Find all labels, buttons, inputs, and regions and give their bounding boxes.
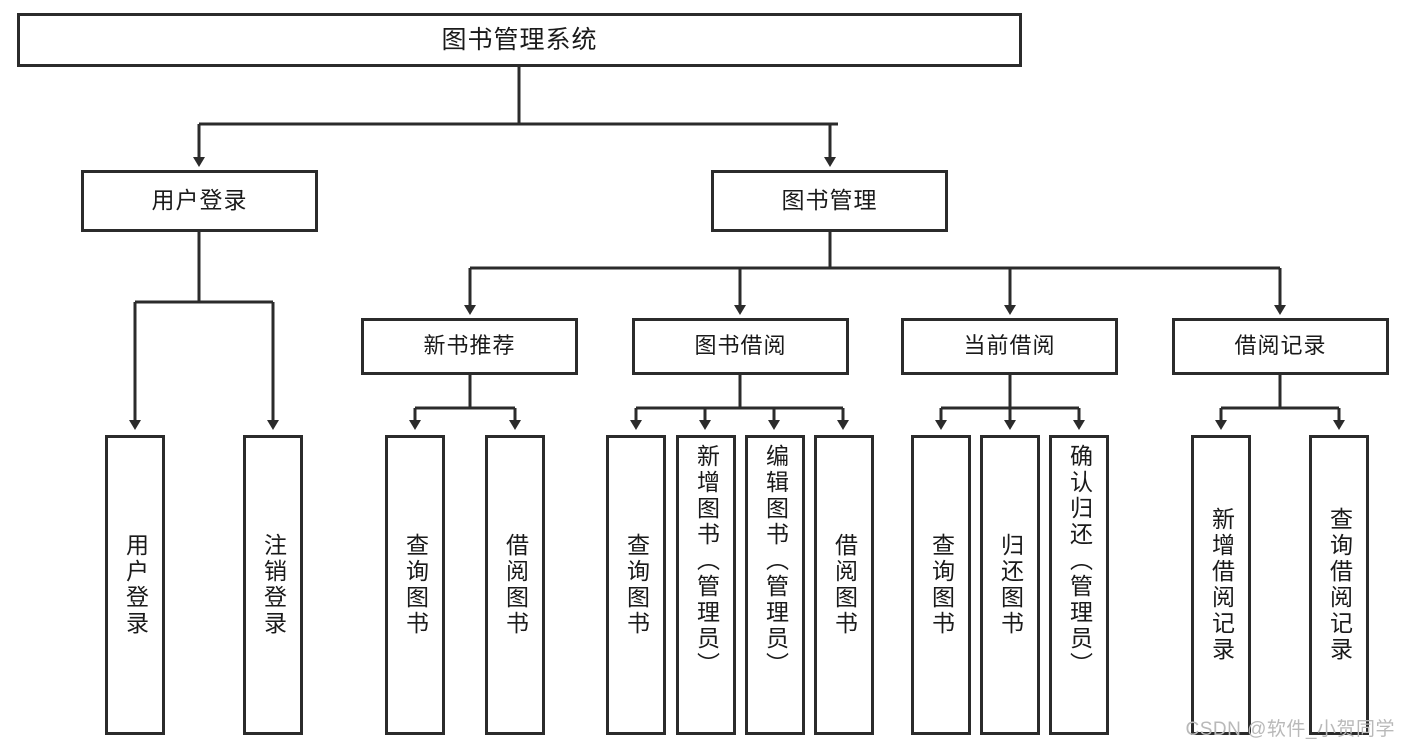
leaf-add-book-admin-label: 新增图书（管理员） bbox=[693, 444, 720, 678]
leaf-query-book-recommend-label: 查询图书 bbox=[402, 533, 429, 637]
leaf-borrow-book-recommend[interactable]: 借阅图书 bbox=[485, 435, 545, 735]
node-user-login[interactable]: 用户登录 bbox=[81, 170, 318, 232]
leaf-user-login-label: 用户登录 bbox=[122, 533, 149, 637]
leaf-return-book[interactable]: 归还图书 bbox=[980, 435, 1040, 735]
leaf-query-book-current-label: 查询图书 bbox=[928, 533, 955, 637]
leaf-borrow-book-label: 借阅图书 bbox=[831, 533, 858, 637]
leaf-edit-book-admin[interactable]: 编辑图书（管理员） bbox=[745, 435, 805, 735]
leaf-query-borrow-record[interactable]: 查询借阅记录 bbox=[1309, 435, 1369, 735]
leaf-query-book-recommend[interactable]: 查询图书 bbox=[385, 435, 445, 735]
leaf-return-book-label: 归还图书 bbox=[997, 533, 1024, 637]
leaf-confirm-return-admin-label: 确认归还（管理员） bbox=[1066, 444, 1093, 678]
node-new-book-recommend[interactable]: 新书推荐 bbox=[361, 318, 578, 375]
leaf-confirm-return-admin[interactable]: 确认归还（管理员） bbox=[1049, 435, 1109, 735]
node-borrow-record-label: 借阅记录 bbox=[1234, 333, 1327, 359]
leaf-borrow-book[interactable]: 借阅图书 bbox=[814, 435, 874, 735]
node-book-borrow[interactable]: 图书借阅 bbox=[632, 318, 849, 375]
leaf-add-book-admin[interactable]: 新增图书（管理员） bbox=[676, 435, 736, 735]
node-current-borrow[interactable]: 当前借阅 bbox=[901, 318, 1118, 375]
leaf-query-borrow-record-label: 查询借阅记录 bbox=[1326, 507, 1353, 663]
watermark-text: CSDN @软件_小贺同学 bbox=[1185, 719, 1395, 740]
node-root-system[interactable]: 图书管理系统 bbox=[17, 13, 1022, 67]
node-book-borrow-label: 图书借阅 bbox=[694, 333, 787, 359]
node-book-management-label: 图书管理 bbox=[781, 187, 878, 214]
node-borrow-record[interactable]: 借阅记录 bbox=[1172, 318, 1389, 375]
node-user-login-label: 用户登录 bbox=[151, 187, 248, 214]
leaf-edit-book-admin-label: 编辑图书（管理员） bbox=[762, 444, 789, 678]
node-book-management[interactable]: 图书管理 bbox=[711, 170, 948, 232]
leaf-query-book-borrow-label: 查询图书 bbox=[623, 533, 650, 637]
node-new-book-recommend-label: 新书推荐 bbox=[423, 333, 516, 359]
leaf-logout-login-label: 注销登录 bbox=[260, 533, 287, 637]
leaf-user-login[interactable]: 用户登录 bbox=[105, 435, 165, 735]
leaf-query-book-current[interactable]: 查询图书 bbox=[911, 435, 971, 735]
leaf-query-book-borrow[interactable]: 查询图书 bbox=[606, 435, 666, 735]
node-root-label: 图书管理系统 bbox=[441, 26, 598, 54]
leaf-logout-login[interactable]: 注销登录 bbox=[243, 435, 303, 735]
node-current-borrow-label: 当前借阅 bbox=[963, 333, 1056, 359]
leaf-add-borrow-record-label: 新增借阅记录 bbox=[1208, 507, 1235, 663]
leaf-borrow-book-recommend-label: 借阅图书 bbox=[502, 533, 529, 637]
leaf-add-borrow-record[interactable]: 新增借阅记录 bbox=[1191, 435, 1251, 735]
